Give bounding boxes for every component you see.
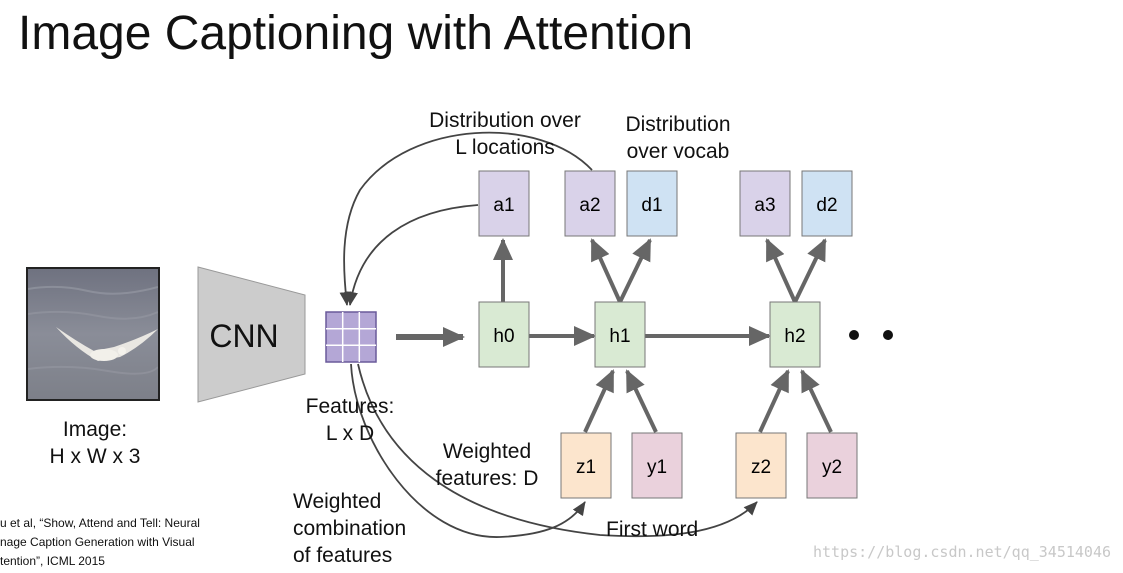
node-a1-label: a1 xyxy=(493,195,514,216)
citation-line1: u et al, “Show, Attend and Tell: Neural xyxy=(0,516,200,530)
features-label-line2: L x D xyxy=(325,422,375,445)
watermark: https://blog.csdn.net/qq_34514046 xyxy=(812,543,1111,561)
weighted-combination-line3: of features xyxy=(293,544,393,567)
node-d2-label: d2 xyxy=(816,195,837,216)
y1-to-h1-arrow xyxy=(625,369,658,433)
node-h0: h0 xyxy=(478,301,530,368)
node-a2: a2 xyxy=(564,170,616,237)
node-d2: d2 xyxy=(801,170,853,237)
continuation-dot xyxy=(883,330,893,340)
node-z1: z1 xyxy=(560,432,612,499)
node-a3-label: a3 xyxy=(754,195,775,216)
y2-to-h2-arrow xyxy=(800,369,833,433)
node-z2: z2 xyxy=(735,432,787,499)
node-h1-label: h1 xyxy=(609,326,630,347)
node-y1-label: y1 xyxy=(647,457,667,478)
node-a3: a3 xyxy=(739,170,791,237)
image-label-line2: H x W x 3 xyxy=(49,445,141,468)
citation: u et al, “Show, Attend and Tell: Neural … xyxy=(0,514,200,571)
node-y1: y1 xyxy=(631,432,683,499)
dist-vocab-label: Distribution over vocab xyxy=(610,111,746,165)
dist-vocab-line2: over vocab xyxy=(626,140,730,163)
node-d1-label: d1 xyxy=(641,195,662,216)
cnn-block xyxy=(197,266,306,403)
dist-locations-label: Distribution over L locations xyxy=(410,107,600,161)
node-a1: a1 xyxy=(478,170,530,237)
h2-to-d2-arrow xyxy=(793,238,827,303)
node-y2: y2 xyxy=(806,432,858,499)
page-title: Image Captioning with Attention xyxy=(18,7,694,60)
weighted-combination-line1: Weighted xyxy=(293,490,382,513)
weighted-features-line2: features: D xyxy=(435,467,539,490)
feature-grid xyxy=(325,311,377,363)
node-h2: h2 xyxy=(769,301,821,368)
dist-locations-line2: L locations xyxy=(455,136,555,159)
z1-to-h1-arrow xyxy=(583,369,615,433)
node-h0-label: h0 xyxy=(493,326,514,347)
a2-to-features-curve xyxy=(339,131,593,306)
bird-photo-icon xyxy=(28,269,158,399)
dist-locations-line1: Distribution over xyxy=(429,109,581,132)
weighted-combination-label: Weighted combination of features xyxy=(293,488,406,569)
features-label-line1: Features: xyxy=(305,395,395,418)
features-to-z2-curve xyxy=(357,363,758,538)
cnn-label: CNN xyxy=(209,318,278,354)
z2-to-h2-arrow xyxy=(758,369,790,433)
h1-to-d1-arrow xyxy=(618,238,652,303)
node-h1: h1 xyxy=(594,301,646,368)
a1-to-features-curve xyxy=(346,204,479,306)
image-label: Image: H x W x 3 xyxy=(40,416,150,470)
features-to-z1-curve xyxy=(350,363,586,538)
weighted-features-label: Weighted features: D xyxy=(427,438,547,492)
weighted-features-line1: Weighted xyxy=(442,440,532,463)
weighted-combination-line2: combination xyxy=(293,517,407,540)
dist-vocab-line1: Distribution xyxy=(625,113,731,136)
continuation-dot xyxy=(849,330,859,340)
features-label: Features: L x D xyxy=(288,393,412,447)
citation-line3: tention”, ICML 2015 xyxy=(0,554,105,568)
node-z2-label: z2 xyxy=(751,457,771,478)
node-y2-label: y2 xyxy=(822,457,842,478)
node-d1: d1 xyxy=(626,170,678,237)
image-label-line1: Image: xyxy=(62,418,128,441)
input-image xyxy=(26,267,160,401)
first-word-label: First word xyxy=(606,518,699,541)
node-a2-label: a2 xyxy=(579,195,600,216)
node-z1-label: z1 xyxy=(576,457,596,478)
h1-to-a2-arrow xyxy=(590,238,622,303)
citation-line2: nage Caption Generation with Visual xyxy=(0,535,195,549)
node-h2-label: h2 xyxy=(784,326,805,347)
h2-to-a3-arrow xyxy=(765,238,797,303)
